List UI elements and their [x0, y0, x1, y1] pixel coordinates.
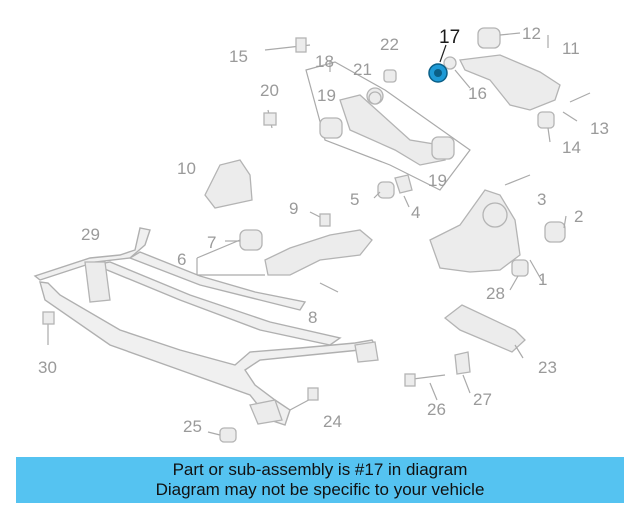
callout-15: 15 [229, 47, 248, 66]
hardware [42, 37, 531, 443]
callout-12: 12 [522, 24, 541, 43]
part-17-bushing[interactable] [428, 44, 448, 83]
info-banner: Part or sub-assembly is #17 in diagram D… [16, 457, 624, 503]
callout-27: 27 [473, 390, 492, 409]
lateral-link-group [239, 229, 373, 276]
callout-9: 9 [289, 199, 298, 218]
banner-line-1: Part or sub-assembly is #17 in diagram [172, 460, 468, 479]
callout-23: 23 [538, 358, 557, 377]
callout-25: 25 [183, 417, 202, 436]
callout-18: 18 [315, 52, 334, 71]
callout-8: 8 [308, 308, 317, 327]
callout-4: 4 [411, 203, 420, 222]
callout-1: 1 [538, 270, 547, 289]
parts-diagram: 1 2 3 4 5 6 7 8 9 10 11 12 13 14 15 16 1… [33, 24, 609, 443]
knuckle-group [429, 189, 566, 277]
callout-16: 16 [468, 84, 487, 103]
callout-19a: 19 [317, 86, 336, 105]
callout-19b: 19 [428, 171, 447, 190]
callout-20: 20 [260, 81, 279, 100]
callout-13: 13 [590, 119, 609, 138]
part-10-mount [204, 159, 253, 209]
callout-11: 11 [562, 39, 580, 58]
callout-6: 6 [177, 250, 186, 269]
callout-29: 29 [81, 225, 100, 244]
callout-10: 10 [177, 159, 196, 178]
callout-7: 7 [207, 233, 216, 252]
rear-subframe [33, 227, 379, 426]
callout-26: 26 [427, 400, 446, 419]
callout-28: 28 [486, 284, 505, 303]
part-23-link [443, 304, 526, 353]
leaders [196, 32, 578, 436]
callout-22: 22 [380, 35, 399, 54]
lower-control-arm-group [443, 27, 591, 129]
callout-14: 14 [562, 138, 581, 157]
banner-line-2: Diagram may not be specific to your vehi… [155, 480, 485, 499]
callout-24: 24 [323, 412, 342, 431]
callout-17: 17 [439, 27, 460, 48]
callout-2: 2 [574, 207, 583, 226]
callout-30: 30 [38, 358, 57, 377]
callout-3: 3 [537, 190, 546, 209]
callout-labels: 1 2 3 4 5 6 7 8 9 10 11 12 13 14 15 16 1… [38, 24, 609, 436]
callout-5: 5 [350, 190, 359, 209]
callout-21: 21 [353, 60, 372, 79]
